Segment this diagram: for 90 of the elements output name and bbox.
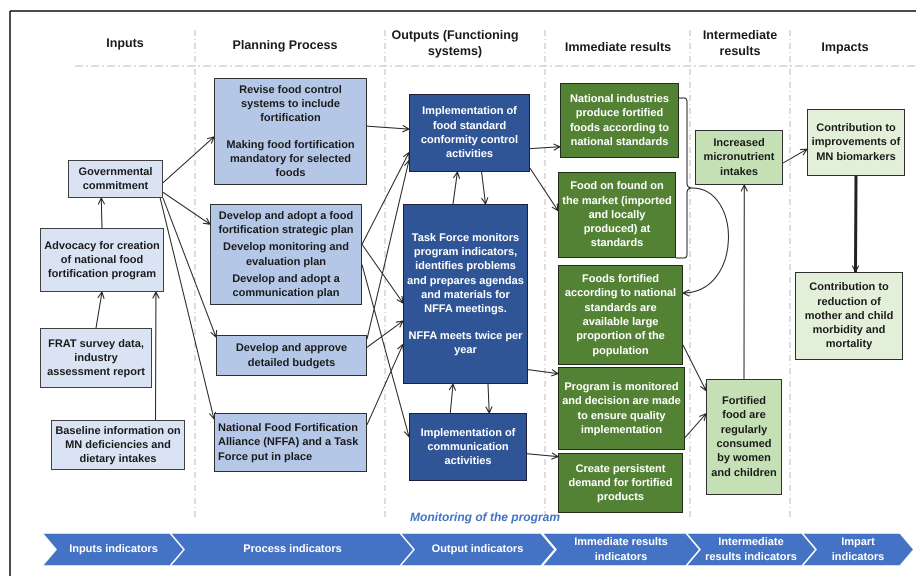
indicator-step [170,533,415,566]
node-text: Fortified food are regularly consumed by women and children [710,394,778,480]
arrow [160,198,216,420]
indicator-step [802,533,914,566]
bracket-arrow [676,98,729,296]
process-box [706,379,782,495]
process-box [558,172,676,258]
node-text: Implementation of food standard conformity control activities [420,104,520,162]
column-header: Intermediate results [702,28,778,60]
arrow [366,320,404,348]
arrow [684,413,707,438]
process-box [558,367,685,450]
indicator-step [542,533,700,566]
process-box [560,83,679,158]
arrow [682,344,707,392]
node-text: Develop and adopt a food fortification strategic plan [217,208,355,238]
arrow [530,168,559,212]
node-text: Output indicators [430,542,524,557]
arrow [481,172,488,205]
process-box [558,265,683,365]
arrow [530,143,561,151]
process-box [807,109,905,176]
arrow [162,136,215,184]
node-text: National Food Fortification Alliance (NFFA) and a Task Force put in place [218,421,360,464]
arrow [448,383,456,414]
process-box [210,204,362,305]
process-box [216,335,367,376]
arrow [366,344,404,426]
node-text: Develop and approve detailed budgets [234,341,348,370]
node-text: Create persistent demand for fortified products [568,462,674,504]
arrow [362,152,410,245]
node-text: Foods fortified according to national standards are available large proportion of the population [564,272,678,358]
arrow [852,176,860,273]
section-caption: Monitoring of the program [409,510,561,525]
process-box [40,328,152,388]
process-box [40,228,164,292]
column-header: Immediate results [564,40,672,56]
node-text: NFFA meets twice per year [408,328,524,358]
node-text: Revise food control systems to include fortification [238,82,343,126]
arrow [98,197,106,228]
process-box [214,413,367,472]
process-box [558,453,683,513]
node-text: Immediate results indicators [573,535,669,564]
node-text: FRAT survey data, industry assessment report [46,336,146,380]
arrow [528,369,559,376]
node-text: Governmental commitment [78,164,154,194]
process-box [695,130,783,185]
node-text: Intermediate results indicators [704,535,798,564]
arrow [366,124,410,132]
arrow [452,171,460,204]
node-text: Process indicators [242,542,343,557]
node-text: Implementation of communication activities [420,426,516,468]
node-text: Inputs indicators [68,542,159,557]
arrow [366,160,412,340]
indicator-step [42,533,185,566]
node-text: Contribution to improvements of MN biomarkers [811,121,901,164]
column-header: Outputs (Functioning systems) [390,28,520,60]
node-text: Develop monitoring and evaluation plan [222,240,350,269]
node-text: Increased micronutrient intakes [702,136,776,179]
process-box [214,78,367,185]
node-text: Impart indicators [830,535,886,564]
node-text: Food on found on the market (imported and locally produced) at standards [562,179,672,251]
process-box [409,413,527,481]
arrow [782,148,808,164]
node-text: National industries produce fortified foods according to national standards [568,92,670,150]
arrow [96,291,105,328]
arrow [162,198,218,338]
process-box [409,94,530,172]
column-header: Inputs [105,36,145,52]
arrow [526,452,559,460]
arrow [162,192,211,225]
node-text: Program is monitored and decision are made to ensure quality implementation [562,380,681,438]
node-text: Develop and adopt a communication plan [231,272,341,300]
process-box [403,204,528,384]
node-text: Advocacy for creation of national food fortification program [44,238,160,282]
arrow [485,384,493,414]
arrow [740,184,748,380]
arrow [362,264,411,438]
arrow [152,291,160,420]
column-header: Planning Process [232,38,338,54]
process-box [795,272,903,360]
indicator-step [686,533,816,566]
column-header: Impacts [820,40,870,56]
node-text: Baseline information on MN deficiencies and dietary intakes [55,424,181,466]
node-text: Contribution to reduction of mother and child morbidity and mortality [804,280,894,352]
indicator-step [400,533,555,566]
arrow [362,244,404,304]
node-text: Task Force monitors program indicators, identifies problems and prepares agendas and materials for NFFA meetings. [407,230,524,317]
process-box [68,160,163,198]
node-text: Making food fortification mandatory for selected foods [225,138,356,180]
